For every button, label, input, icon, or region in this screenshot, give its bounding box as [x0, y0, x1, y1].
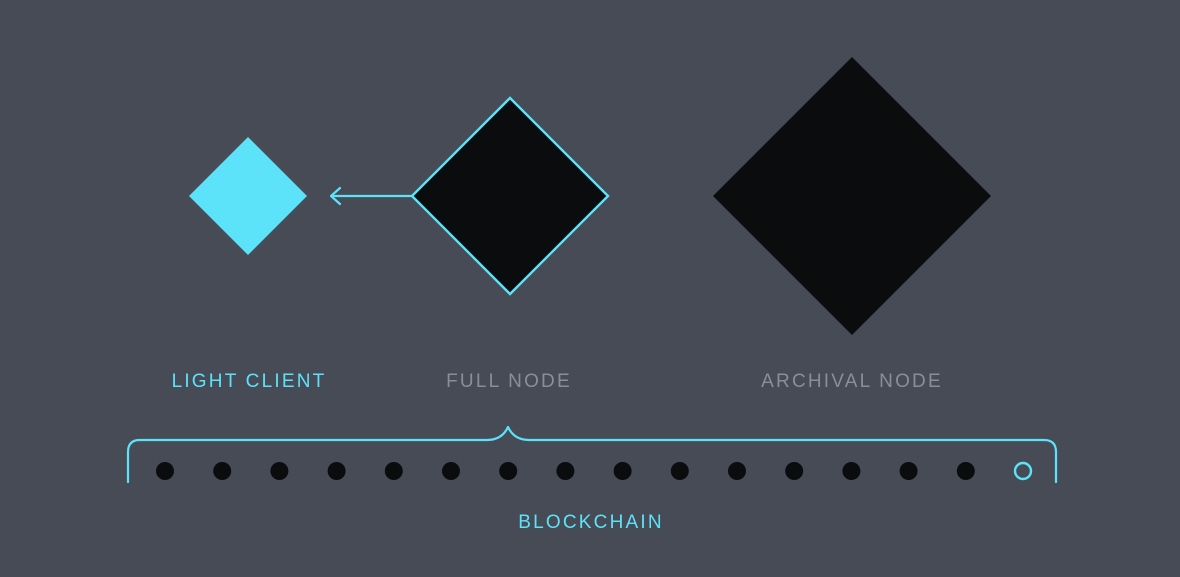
arrow-left-icon	[329, 186, 415, 206]
full-node-diamond	[410, 96, 610, 296]
archival-node-diamond	[713, 57, 991, 335]
block-dot	[842, 462, 861, 480]
block-dot	[956, 462, 975, 480]
block-dot	[327, 462, 346, 480]
light-client-label: LIGHT CLIENT	[172, 371, 327, 392]
block-dot	[499, 462, 518, 480]
block-dot	[213, 462, 232, 480]
block-dot	[384, 462, 403, 480]
block-dot	[785, 462, 804, 480]
arrow-head	[329, 186, 342, 206]
light-client-diamond	[189, 137, 307, 255]
blockchain-brace	[126, 425, 1058, 484]
block-dot	[613, 462, 632, 480]
block-dot	[899, 462, 918, 480]
full-node-label: FULL NODE	[446, 371, 572, 392]
blockchain-blocks	[156, 461, 1033, 481]
archival-node-label: ARCHIVAL NODE	[761, 371, 943, 392]
block-dot	[728, 462, 746, 480]
blockchain-label: BLOCKCHAIN	[518, 512, 664, 533]
block-dot	[670, 462, 689, 480]
block-dot	[556, 462, 575, 480]
latest-block-dot	[1013, 461, 1033, 481]
block-dot	[156, 462, 174, 480]
block-dot	[270, 462, 289, 480]
block-dot	[442, 462, 460, 480]
